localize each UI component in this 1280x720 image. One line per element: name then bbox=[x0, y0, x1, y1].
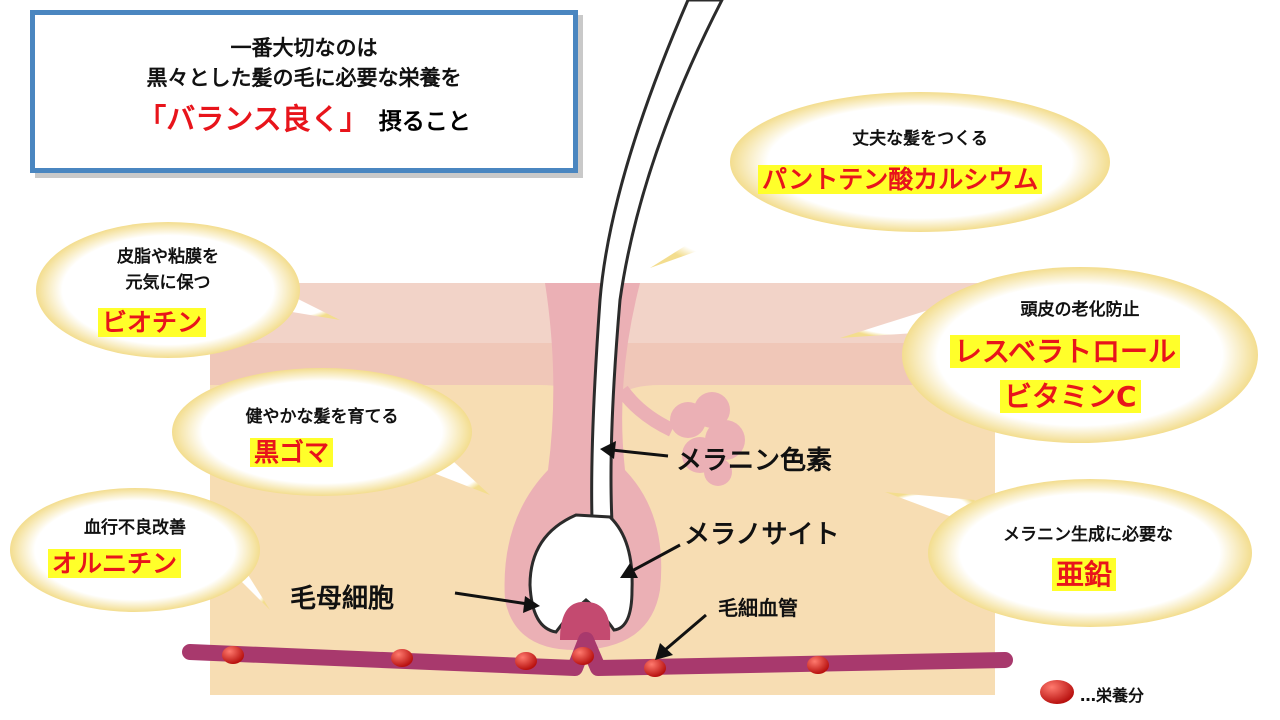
nutrient-dot bbox=[644, 659, 666, 677]
resveratrol-nutrient-1: レスベラトロール bbox=[950, 335, 1181, 368]
zinc-desc: メラニン生成に必要な bbox=[1003, 525, 1173, 545]
label-capillary: 毛細血管 bbox=[718, 596, 798, 620]
biotin-desc-2: 元気に保つ bbox=[125, 273, 211, 293]
label-hair-matrix: 毛母細胞 bbox=[290, 584, 395, 614]
title-line3: 「バランス良く」 摂ること bbox=[35, 97, 573, 144]
calcium-nutrient: パントテン酸カルシウム bbox=[758, 165, 1043, 194]
legend-nutrient-dot bbox=[1040, 680, 1074, 704]
dermal-papilla bbox=[560, 601, 611, 640]
title-line1: 一番大切なのは bbox=[230, 36, 378, 60]
sesame-desc: 健やかな髪を育てる bbox=[245, 407, 399, 427]
biotin-desc-1: 皮脂や粘膜を bbox=[117, 247, 219, 267]
calcium-desc: 丈夫な髪をつくる bbox=[852, 129, 988, 149]
nutrient-dot bbox=[807, 656, 829, 674]
title-rest: 摂ること bbox=[378, 109, 471, 135]
label-melanin: メラニン色素 bbox=[676, 446, 833, 476]
hair-bulb bbox=[528, 513, 634, 634]
ornithine-desc: 血行不良改善 bbox=[84, 518, 186, 538]
legend-text: …栄養分 bbox=[1080, 686, 1145, 705]
capillary-vessel bbox=[182, 632, 1013, 676]
arrows bbox=[454, 441, 707, 660]
label-melanocyte: メラノサイト bbox=[684, 520, 840, 550]
resveratrol-nutrient-2: ビタミンC bbox=[1000, 380, 1141, 413]
resveratrol-desc: 頭皮の老化防止 bbox=[1020, 300, 1140, 320]
nutrient-dot bbox=[222, 646, 244, 664]
nutrient-dot bbox=[572, 647, 594, 665]
bubble-sesame bbox=[172, 368, 490, 496]
zinc-nutrient: 亜鉛 bbox=[1052, 558, 1117, 591]
sesame-nutrient: 黒ゴマ bbox=[250, 438, 334, 467]
bubble-zinc bbox=[885, 479, 1252, 627]
nutrient-dots bbox=[222, 646, 829, 677]
sebaceous-gland bbox=[616, 385, 745, 486]
ornithine-nutrient: オルニチン bbox=[48, 549, 182, 578]
title-box: 一番大切なのは 黒々とした髪の毛に必要な栄養を 「バランス良く」 摂ること bbox=[30, 10, 578, 173]
title-line2: 黒々とした髪の毛に必要な栄養を bbox=[146, 66, 462, 90]
bubble-calcium bbox=[650, 92, 1110, 268]
nutrient-dot bbox=[515, 652, 537, 670]
biotin-nutrient: ビオチン bbox=[98, 308, 207, 337]
nutrient-dot bbox=[391, 649, 413, 667]
title-highlight: 「バランス良く」 bbox=[137, 102, 369, 136]
